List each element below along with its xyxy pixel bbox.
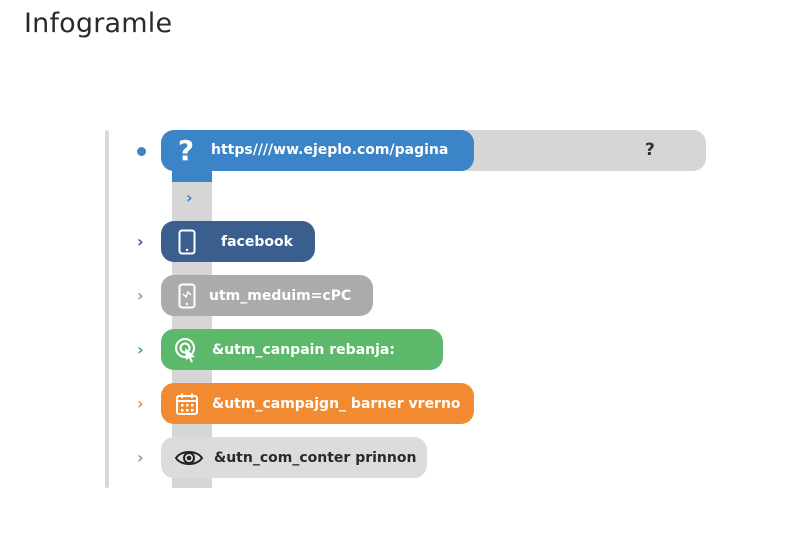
chevron-right-icon: › bbox=[137, 340, 144, 359]
smartphone-icon bbox=[174, 283, 200, 309]
page-title: Infogramle bbox=[24, 8, 173, 39]
row-label: facebook bbox=[221, 233, 293, 250]
smartphone-icon bbox=[174, 229, 200, 255]
url-bar-fill bbox=[161, 130, 474, 171]
row-label: utm_meduim=cPC bbox=[209, 287, 352, 304]
touch-pointer-icon bbox=[174, 337, 200, 363]
row-utm-campaign[interactable]: &utm_canpain rebanja: bbox=[161, 329, 443, 370]
url-text: https////ww.ejeplo.com/pagina bbox=[211, 142, 449, 158]
eye-icon bbox=[174, 445, 204, 471]
row-facebook[interactable]: facebook bbox=[161, 221, 315, 262]
question-icon: ? bbox=[177, 134, 195, 167]
row-utm-content-banner[interactable]: &utm_campajgn_ barner vrerno bbox=[161, 383, 474, 424]
chevron-right-icon: › bbox=[137, 286, 144, 305]
row-label: &utm_canpain rebanja: bbox=[212, 341, 395, 358]
url-question-mark: ? bbox=[645, 140, 655, 160]
row-utm-content[interactable]: &utn_com_conter prinnon bbox=[161, 437, 427, 478]
timeline-line bbox=[105, 130, 109, 488]
row-label: &utn_com_conter prinnon bbox=[214, 449, 417, 466]
chevron-right-icon: › bbox=[186, 188, 193, 207]
chevron-right-icon: › bbox=[137, 394, 144, 413]
row-utm-medium[interactable]: utm_meduim=cPC bbox=[161, 275, 373, 316]
chevron-right-icon: › bbox=[137, 232, 144, 251]
calendar-icon bbox=[174, 391, 200, 417]
connector-bar bbox=[172, 160, 212, 488]
url-bar-tab bbox=[172, 160, 212, 182]
timeline-dot bbox=[137, 147, 146, 156]
row-label: &utm_campajgn_ barner vrerno bbox=[212, 395, 461, 412]
chevron-right-icon: › bbox=[137, 448, 144, 467]
